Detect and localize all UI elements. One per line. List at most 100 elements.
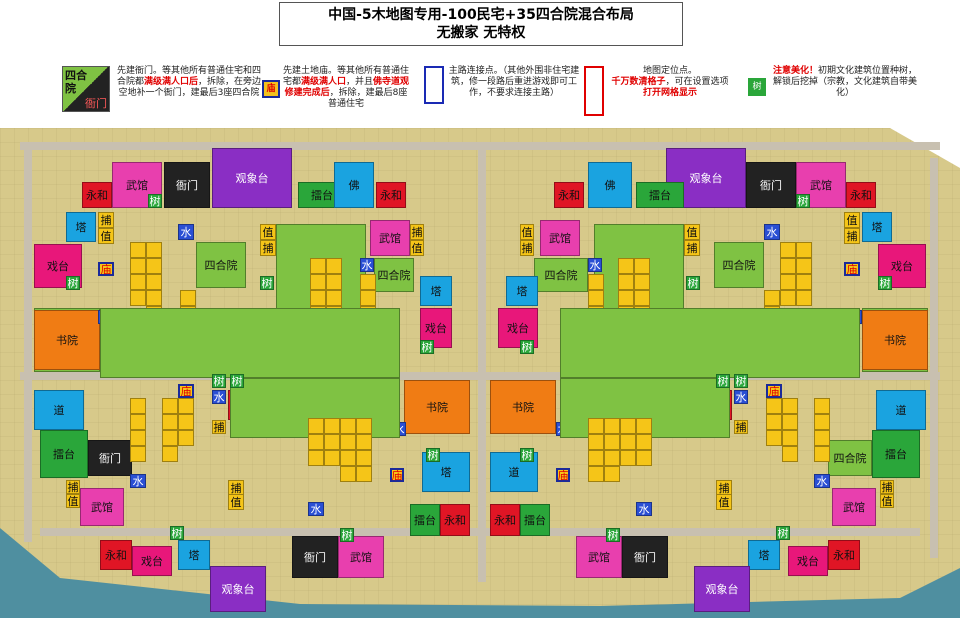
tile-house-plot xyxy=(178,414,194,430)
tile-zhi: 值 xyxy=(880,494,894,508)
tile-house-plot xyxy=(130,430,146,446)
road-v-center xyxy=(478,142,486,582)
legend-siheyuan-text: 先建衙门。等其他所有普通住宅和四合院都满级满人口后，拆除，在旁边空地补一个衙门，… xyxy=(116,66,262,98)
tile-shu: 树 xyxy=(148,194,162,208)
tile-shu: 树 xyxy=(716,374,730,388)
tile-bu: 捕 xyxy=(734,420,748,434)
road-link-swatch xyxy=(424,66,444,104)
tile-house-plot xyxy=(324,450,340,466)
tile-house-plot xyxy=(780,242,796,258)
tile-house-plot xyxy=(130,398,146,414)
title-box: 中国-5木地图专用-100民宅+35四合院混合布局 无搬家 无特权 xyxy=(279,2,683,46)
tile-shu: 树 xyxy=(66,276,80,290)
tile-house-plot xyxy=(604,418,620,434)
tile-house-plot xyxy=(814,414,830,430)
tile-house-plot xyxy=(130,414,146,430)
tile-wuguan: 武馆 xyxy=(338,536,384,578)
tile-house-plot xyxy=(340,434,356,450)
tile-miao: 庙 xyxy=(844,262,860,276)
tile-ta: 塔 xyxy=(748,540,780,570)
tile-yonghe: 永和 xyxy=(846,182,876,208)
tile-zhi: 值 xyxy=(228,494,244,510)
tile-house-plot xyxy=(178,430,194,446)
tile-ta: 塔 xyxy=(506,276,538,306)
tile-wuguan: 武馆 xyxy=(832,488,876,526)
tile-guanxiangtai: 观象台 xyxy=(212,148,292,208)
tile-leitai: 擂台 xyxy=(40,430,88,478)
tile-house-plot xyxy=(780,290,796,306)
tile-leitai: 擂台 xyxy=(636,182,684,208)
tile-xitai: 戏台 xyxy=(132,546,172,576)
tile-miao: 庙 xyxy=(390,468,404,482)
tile-house-plot xyxy=(146,290,162,306)
tile-wuguan: 武馆 xyxy=(576,536,622,578)
tile-wuguan: 武馆 xyxy=(80,488,124,526)
tile-siheyuan: 四合院 xyxy=(828,440,872,476)
legend-siheyuan: 四合院 衙门 先建衙门。等其他所有普通住宅和四合院都满级满人口后，拆除，在旁边空… xyxy=(62,62,264,122)
tile-shu: 树 xyxy=(878,276,892,290)
tile-shuyuan: 书院 xyxy=(34,310,100,370)
tile-house-plot xyxy=(782,430,798,446)
tile-shuyuan: 书院 xyxy=(404,380,470,434)
legend-marker-text: 地图定位点。千万数清格子，可在设置选项打开网格显示 xyxy=(611,66,729,98)
tile-house-plot xyxy=(146,274,162,290)
tile-leitai: 擂台 xyxy=(410,504,440,536)
tile-house-plot xyxy=(324,434,340,450)
tile-zhi: 值 xyxy=(410,240,424,256)
tile-ta: 塔 xyxy=(66,212,96,242)
tile-house-plot xyxy=(326,258,342,274)
tile-house-plot xyxy=(130,242,146,258)
tile-house-plot xyxy=(618,258,634,274)
siheyuan-yamen-swatch: 四合院 衙门 xyxy=(62,66,110,112)
tile-yonghe: 永和 xyxy=(376,182,406,208)
tile-house-plot xyxy=(766,398,782,414)
tile-house-plot xyxy=(340,466,356,482)
tile-house-plot xyxy=(766,414,782,430)
tile-house-plot xyxy=(796,258,812,274)
tile-house-plot xyxy=(178,398,194,414)
tile-house-plot xyxy=(620,418,636,434)
legend-road-link: 主路连接点。（其他外围非住宅建筑，修一段路后重进游戏即可工作，不要求连接主路） xyxy=(424,62,580,122)
tile-house-plot xyxy=(604,450,620,466)
tile-house-plot xyxy=(308,434,324,450)
tile-house-plot xyxy=(162,414,178,430)
tile-house-plot xyxy=(326,274,342,290)
tile-house-plot xyxy=(780,274,796,290)
tile-yamen: 衙门 xyxy=(88,440,132,476)
tile-shui: 水 xyxy=(178,224,194,240)
tile-house-plot xyxy=(796,274,812,290)
tile-house-plot xyxy=(308,418,324,434)
tile-house-plot xyxy=(814,430,830,446)
tile-house-plot xyxy=(310,258,326,274)
tile-zhi: 值 xyxy=(684,224,700,240)
tile-bu: 捕 xyxy=(684,240,700,256)
tile-fo: 佛 xyxy=(334,162,374,208)
tile-guanxiangtai: 观象台 xyxy=(694,566,750,612)
tile-house-plot xyxy=(360,274,376,290)
tile-siheyuan: 四合院 xyxy=(196,242,246,288)
tile-house-plot xyxy=(162,430,178,446)
tile-bu: 捕 xyxy=(98,212,114,228)
tile-shui: 水 xyxy=(130,474,146,488)
tile-ta: 塔 xyxy=(422,452,470,492)
tile-shui: 水 xyxy=(814,474,830,488)
city-map: 观象台武馆衙门永和树塔捕值水四合院戏台庙树书院水擂台佛永和武馆捕值值捕树水四合院… xyxy=(0,128,960,618)
tile-wuguan: 武馆 xyxy=(370,220,410,256)
tile-house-plot xyxy=(604,434,620,450)
tile-ta: 塔 xyxy=(420,276,452,306)
tile-house-plot xyxy=(782,398,798,414)
tile-miao: 庙 xyxy=(556,468,570,482)
tile-zhi: 值 xyxy=(716,494,732,510)
tile-house-plot xyxy=(324,418,340,434)
tile-yonghe: 永和 xyxy=(82,182,112,208)
tile-dao: 道 xyxy=(34,390,84,430)
tile-miao: 庙 xyxy=(98,262,114,276)
tile-shu: 树 xyxy=(230,374,244,388)
tile-miao: 庙 xyxy=(766,384,782,398)
legend-marker: 地图定位点。千万数清格子，可在设置选项打开网格显示 xyxy=(584,62,734,122)
tile-house-plot xyxy=(130,274,146,290)
tile-house-plot xyxy=(308,450,324,466)
tile-yamen: 衙门 xyxy=(292,536,338,578)
tile-house-plot xyxy=(634,290,650,306)
tile-yamen: 衙门 xyxy=(622,536,668,578)
